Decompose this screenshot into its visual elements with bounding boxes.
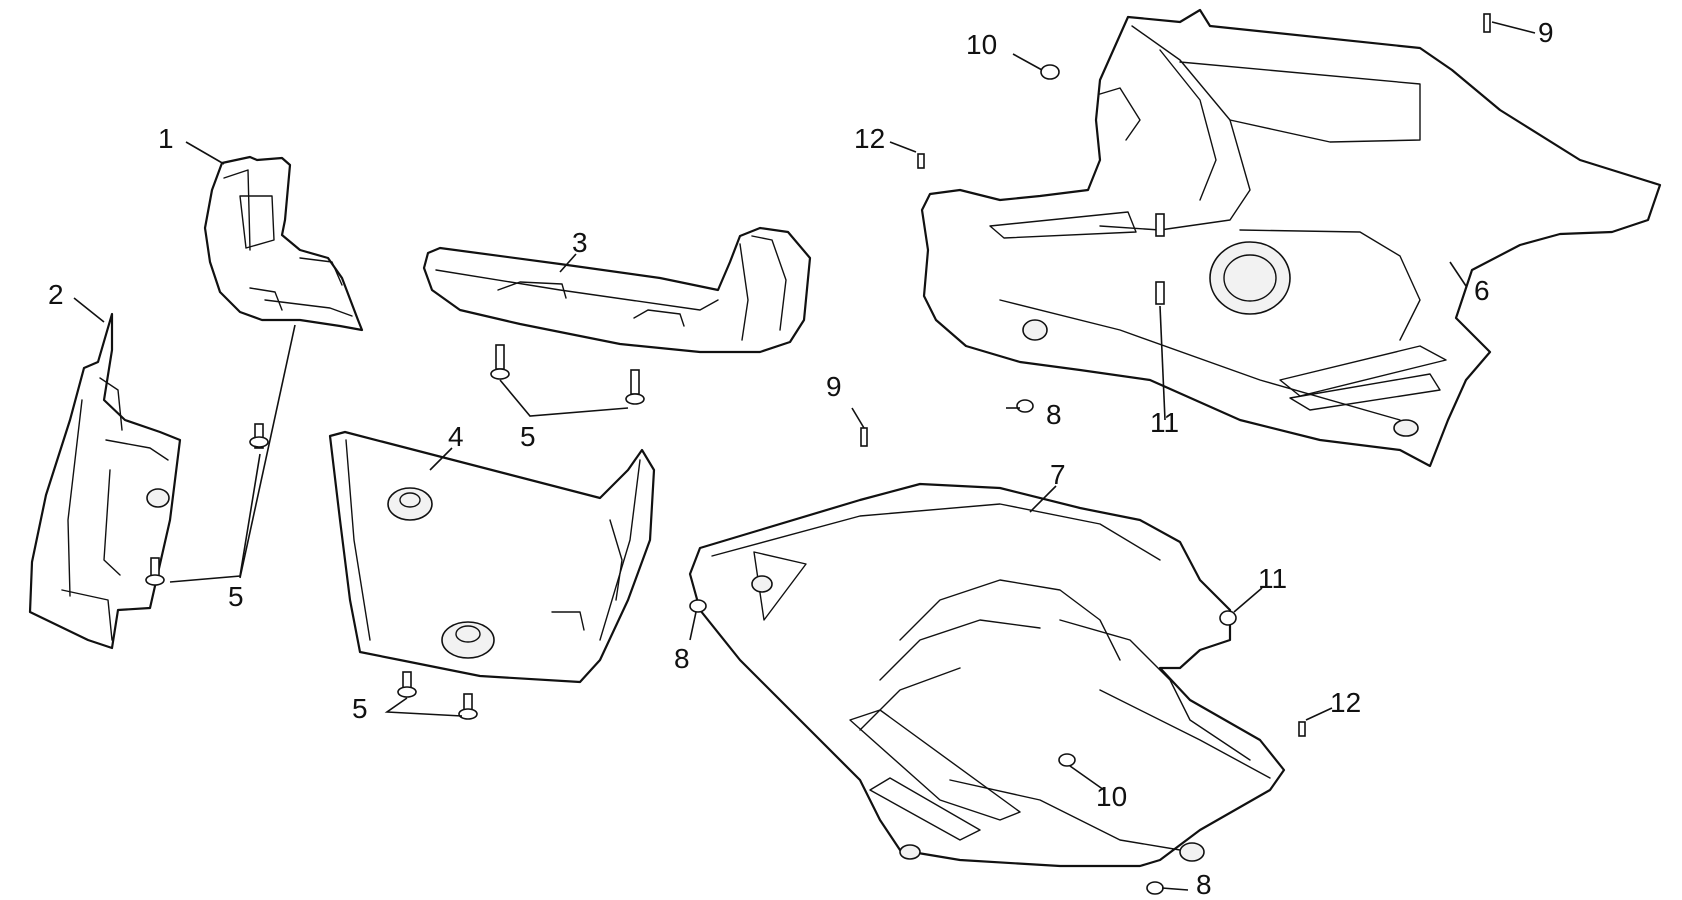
- grommet-icon: [1393, 419, 1419, 437]
- grommet-icon: [441, 621, 495, 659]
- fasteners: [145, 13, 1491, 895]
- screw-icon: [1483, 13, 1491, 33]
- callout-4: 4: [448, 421, 464, 452]
- screw-icon: [625, 393, 645, 405]
- screw-icon: [145, 574, 165, 586]
- callout-12-lower: 12: [1330, 687, 1361, 718]
- screw-icon: [490, 368, 510, 380]
- grommet-icon: [387, 487, 433, 521]
- screw-icon: [689, 599, 707, 613]
- callout-3: 3: [572, 227, 588, 258]
- callout-7: 7: [1050, 459, 1066, 490]
- callout-8-left: 8: [674, 643, 690, 674]
- part-6-right-body-cover: [920, 8, 1662, 468]
- part-3-lower-tray: [422, 226, 812, 354]
- leader-lines: [73, 21, 1536, 891]
- callout-8-lower: 8: [1196, 869, 1212, 900]
- part-7-left-body-cover: [688, 482, 1286, 868]
- screw-icon: [630, 369, 640, 395]
- callout-5-upper: 5: [520, 421, 536, 452]
- screw-icon: [458, 708, 478, 720]
- nut-icon: [1219, 610, 1237, 626]
- grommet-icon: [899, 844, 921, 860]
- callout-11-lower: 11: [1258, 563, 1287, 594]
- screw-icon: [1155, 281, 1165, 305]
- callout-9-middle: 9: [826, 371, 842, 402]
- callout-11-upper: 11: [1150, 407, 1179, 438]
- callout-1: 1: [158, 123, 174, 154]
- screw-icon: [1155, 213, 1165, 237]
- screw-icon: [917, 153, 925, 169]
- nut-icon: [1040, 64, 1060, 80]
- callout-12-upper: 12: [854, 123, 885, 154]
- part-1-bracket: [203, 155, 364, 332]
- grommet-icon: [146, 488, 170, 508]
- callout-10-upper: 10: [966, 29, 997, 60]
- screw-icon: [249, 436, 269, 448]
- screw-icon: [1298, 721, 1306, 737]
- callout-5-left: 5: [228, 581, 244, 612]
- callout-6: 6: [1474, 275, 1490, 306]
- screw-icon: [1016, 399, 1034, 413]
- part-4-cover-plate: [328, 430, 656, 684]
- fuel-cap-opening-icon: [1209, 241, 1291, 315]
- callout-8-upper: 8: [1046, 399, 1062, 430]
- screw-icon: [860, 427, 868, 447]
- nut-icon: [1058, 753, 1076, 767]
- grommet-icon: [1179, 842, 1205, 862]
- grommet-icon: [1022, 319, 1048, 341]
- callout-10-lower: 10: [1096, 781, 1127, 812]
- grommet-icon: [751, 575, 773, 593]
- callout-2: 2: [48, 279, 64, 310]
- screw-icon: [397, 686, 417, 698]
- part-2-side-cover: [28, 312, 182, 650]
- screw-icon: [1146, 881, 1164, 895]
- callout-9-upper: 9: [1538, 17, 1554, 48]
- callout-labels: 1 2 3 4 5 5 5 6 7 8 8 8 9 9 10 10 11 11 …: [48, 17, 1554, 900]
- screw-icon: [254, 423, 264, 449]
- screw-icon: [495, 344, 505, 370]
- callout-5-lower: 5: [352, 693, 368, 724]
